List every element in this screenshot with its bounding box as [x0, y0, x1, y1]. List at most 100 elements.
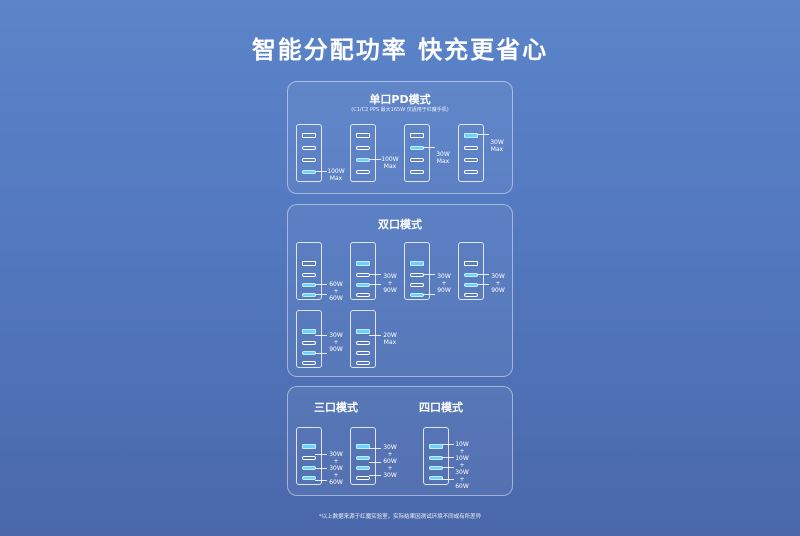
panel-title: 双口模式	[378, 218, 422, 231]
usb-c-port	[464, 293, 478, 297]
charger-diagram	[350, 310, 376, 368]
usb-c-port-active	[410, 146, 424, 150]
usb-a-port	[464, 261, 478, 266]
power-label: 100W Max	[327, 168, 345, 182]
power-label: 30W + 90W	[437, 273, 451, 294]
usb-a-port-active	[356, 261, 370, 266]
usb-c-port	[302, 341, 316, 345]
connector-line	[369, 475, 381, 476]
usb-a-port	[410, 133, 424, 138]
page-title: 智能分配功率 快充更省心	[251, 36, 549, 64]
connector-line	[369, 284, 381, 285]
charger-diagram	[296, 242, 322, 300]
power-label: 20W Max	[383, 332, 397, 346]
connector-line	[477, 274, 489, 275]
usb-c-port	[302, 456, 316, 460]
power-label: 30W Max	[436, 151, 450, 165]
footnote: *以上数据来源于红魔实验室，实际结果因测试环境不同或有所差异	[318, 514, 482, 520]
panel-title: 单口PD模式	[369, 93, 431, 106]
usb-c-port	[356, 351, 370, 355]
usb-a-port-active	[410, 261, 424, 266]
charger-diagram	[350, 124, 376, 182]
usb-c-port-active	[356, 466, 370, 470]
charger-diagram	[296, 124, 322, 182]
usb-a-port-active	[356, 329, 370, 334]
usb-c-port-active	[356, 456, 370, 460]
connector-line	[369, 159, 381, 160]
connector-line	[315, 454, 327, 455]
usb-c-port	[410, 273, 424, 277]
usb-c-port	[356, 273, 370, 277]
usb-c-port	[464, 158, 478, 162]
usb-c-port	[410, 283, 424, 287]
usb-c-port	[410, 170, 424, 174]
usb-c-port-active	[302, 476, 316, 480]
connector-line	[315, 171, 327, 172]
power-label: 100W Max	[381, 156, 399, 170]
panel-title: 三口模式	[314, 401, 358, 414]
usb-c-port	[356, 341, 370, 345]
usb-a-port-active	[302, 329, 316, 334]
usb-c-port-active	[302, 283, 316, 287]
connector-line	[477, 284, 489, 285]
connector-line	[315, 294, 327, 295]
usb-c-port	[356, 361, 370, 365]
connector-line	[369, 335, 381, 336]
connector-line	[423, 294, 435, 295]
connector-line	[315, 335, 327, 336]
usb-a-port	[302, 261, 316, 266]
usb-c-port-active	[464, 273, 478, 277]
usb-c-port	[302, 361, 316, 365]
connector-line	[315, 468, 327, 469]
usb-c-port-active	[302, 170, 316, 174]
charger-diagram	[296, 427, 322, 485]
power-label: 30W Max	[490, 139, 504, 153]
power-label: 10W + 10W + 30W + 60W	[455, 441, 469, 490]
usb-c-port-active	[464, 283, 478, 287]
usb-c-port	[356, 146, 370, 150]
charger-diagram	[423, 427, 449, 485]
connector-line	[442, 479, 454, 480]
charger-diagram	[404, 242, 430, 300]
connector-line	[423, 274, 435, 275]
usb-a-port-active	[356, 444, 370, 449]
charger-diagram	[350, 242, 376, 300]
panel-title: 四口模式	[419, 401, 463, 414]
connector-line	[315, 480, 327, 481]
usb-c-port-active	[356, 283, 370, 287]
charger-diagram	[350, 427, 376, 485]
charger-diagram	[458, 242, 484, 300]
usb-c-port	[410, 158, 424, 162]
usb-c-port-active	[429, 456, 443, 460]
single-pd-panel: 单口PD模式 (C1/C2 PPS 最大165W 仅适用于红魔手机) 100W …	[287, 81, 513, 194]
usb-a-port-active	[302, 444, 316, 449]
usb-a-port	[302, 133, 316, 138]
usb-c-port-active	[302, 351, 316, 355]
usb-c-port	[302, 158, 316, 162]
usb-c-port	[302, 146, 316, 150]
dual-port-panel: 双口模式 60W + 60W 30W + 90W 30W + 90W 30W +…	[287, 204, 513, 377]
power-label: 30W + 90W	[329, 332, 343, 353]
usb-c-port	[356, 293, 370, 297]
connector-line	[442, 457, 454, 458]
power-label: 30W + 60W + 30W	[383, 444, 397, 479]
usb-c-port-active	[429, 476, 443, 480]
connector-line	[442, 467, 454, 468]
connector-line	[369, 448, 381, 449]
charger-diagram	[458, 124, 484, 182]
power-label: 60W + 60W	[329, 281, 343, 302]
connector-line	[477, 134, 489, 135]
connector-line	[442, 444, 454, 445]
usb-c-port	[464, 146, 478, 150]
connector-line	[315, 353, 327, 354]
power-label: 30W + 30W + 60W	[329, 451, 343, 486]
power-label: 30W + 90W	[383, 273, 397, 294]
connector-line	[369, 462, 381, 463]
triple-quad-panel: 三口模式 四口模式 30W + 30W + 60W 30W + 60W + 30…	[287, 386, 513, 496]
usb-c-port	[464, 170, 478, 174]
charger-diagram	[296, 310, 322, 368]
connector-line	[315, 284, 327, 285]
usb-c-port-active	[302, 466, 316, 470]
power-label: 30W + 90W	[491, 273, 505, 294]
connector-line	[423, 147, 435, 148]
